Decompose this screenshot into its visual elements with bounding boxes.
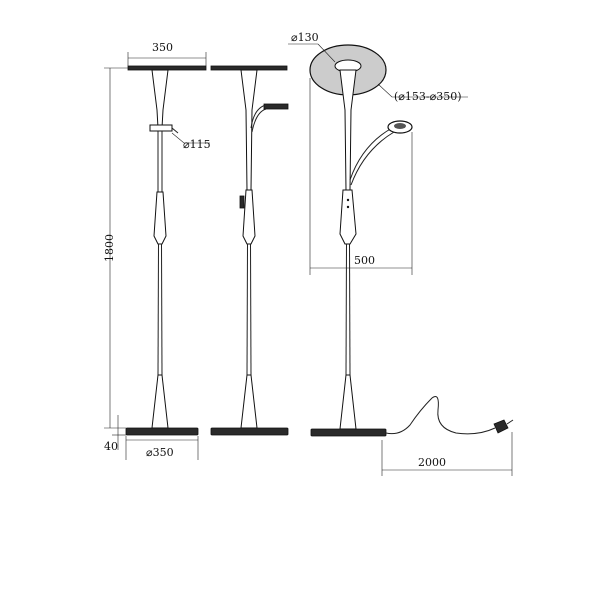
arm-reach-label: 500	[354, 254, 375, 267]
lamp-side-view	[210, 65, 289, 436]
base-plate	[125, 427, 199, 436]
dimensions-front: 350 ⌀115 1800 40 ⌀350	[103, 41, 211, 460]
upper-stem	[151, 69, 169, 129]
switch	[239, 195, 245, 209]
lamp-perspective-view	[309, 44, 514, 437]
base-diameter-label: ⌀350	[146, 446, 174, 459]
head-inner-diameter-label: ⌀130	[291, 31, 319, 44]
reading-head-diameter-label: ⌀115	[183, 138, 211, 151]
lower-flare	[151, 374, 169, 429]
reading-head	[263, 103, 289, 110]
switch-cone	[153, 191, 167, 245]
plug	[493, 419, 509, 434]
power-cable	[385, 396, 496, 435]
base-height-label: 40	[104, 440, 118, 453]
top-plate	[127, 65, 207, 71]
lamp-front-view	[125, 65, 207, 436]
top-width-label: 350	[152, 41, 173, 54]
cable-length-label: 2000	[418, 456, 446, 469]
reading-head	[149, 124, 173, 132]
dimensions-perspective: ⌀130 (⌀153-⌀350) 500 2000	[288, 31, 513, 476]
height-label: 1800	[103, 234, 116, 262]
head-range-label: (⌀153-⌀350)	[394, 90, 462, 103]
